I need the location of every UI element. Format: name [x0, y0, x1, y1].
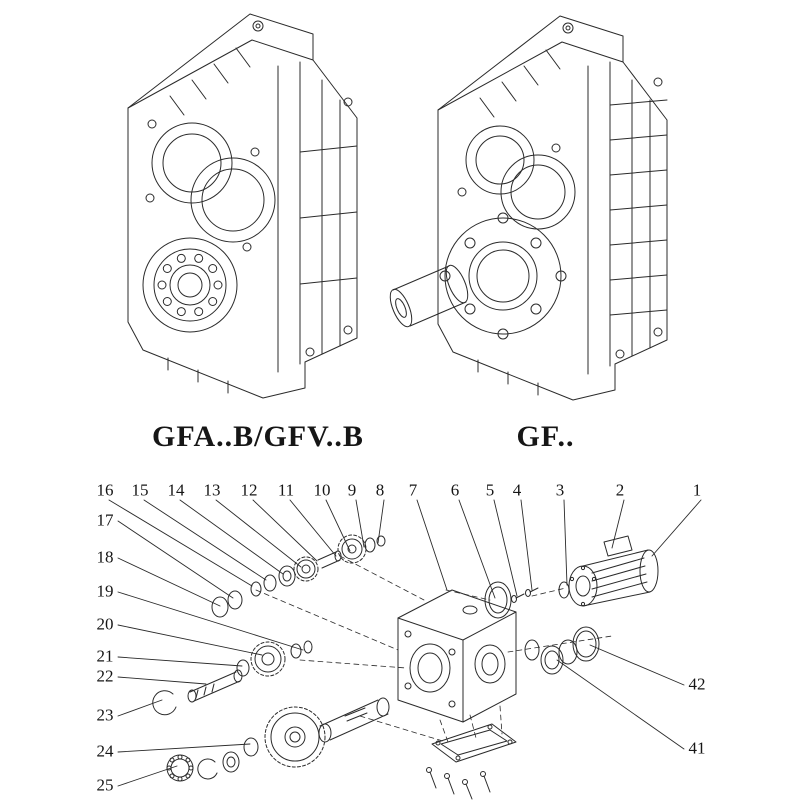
leader-line-21 — [117, 656, 243, 667]
leader-line-2 — [611, 499, 625, 549]
output-bearing — [142, 237, 238, 333]
leader-line-11 — [289, 499, 337, 557]
model-label-gfab-gfvb: GFA..B/GFV..B — [152, 420, 364, 453]
callout-number-11: 11 — [277, 480, 295, 500]
callout-number-22: 22 — [96, 666, 114, 686]
leader-line-16 — [108, 499, 253, 587]
callout-number-6: 6 — [450, 480, 460, 500]
exploded-view-diagram — [108, 499, 702, 800]
callout-number-14: 14 — [167, 480, 185, 500]
gearbox-drawing-gf — [389, 15, 668, 401]
callout-number-19: 19 — [96, 581, 114, 601]
callout-number-24: 24 — [96, 741, 114, 761]
leader-line-10 — [325, 499, 351, 552]
callout-number-41: 41 — [688, 738, 706, 758]
output-flange-shaft — [389, 212, 567, 340]
leader-line-12 — [252, 499, 318, 562]
gearbox-drawing-gfab — [127, 13, 358, 399]
gear-bores — [457, 125, 576, 230]
callout-number-1: 1 — [692, 480, 702, 500]
callout-number-42: 42 — [688, 674, 706, 694]
leader-lines — [108, 499, 702, 787]
leader-line-1 — [651, 499, 702, 557]
leader-line-23 — [117, 699, 163, 717]
leader-line-8 — [377, 499, 385, 544]
bearing-ring-stack — [524, 626, 600, 675]
callout-number-3: 3 — [555, 480, 565, 500]
input-shaft-parts — [250, 534, 386, 597]
motor-drawing — [558, 535, 659, 607]
leader-line-42 — [589, 644, 685, 686]
leader-line-9 — [355, 499, 365, 548]
gasket-plate — [426, 723, 517, 800]
leader-line-14 — [179, 499, 284, 575]
callout-number-15: 15 — [131, 480, 149, 500]
leader-line-22 — [117, 676, 207, 685]
leader-line-7 — [416, 499, 448, 591]
intermediate-gear-parts — [152, 590, 313, 716]
leader-line-6 — [458, 499, 496, 599]
model-label-gf: GF.. — [516, 420, 575, 453]
leader-line-24 — [117, 743, 251, 753]
leader-line-25 — [117, 765, 178, 787]
callout-number-5: 5 — [485, 480, 495, 500]
leader-line-5 — [493, 499, 518, 597]
callout-number-25: 25 — [96, 775, 114, 795]
leader-line-13 — [215, 499, 302, 568]
leader-line-17 — [117, 520, 234, 599]
callout-number-17: 17 — [96, 510, 114, 530]
callout-number-10: 10 — [313, 480, 331, 500]
leader-line-41 — [556, 659, 685, 750]
leader-line-18 — [117, 557, 221, 607]
callout-number-18: 18 — [96, 547, 114, 567]
callout-number-13: 13 — [203, 480, 221, 500]
callout-number-7: 7 — [408, 480, 418, 500]
gear-bores — [145, 122, 276, 252]
leader-line-3 — [563, 499, 568, 586]
callout-number-12: 12 — [240, 480, 258, 500]
leader-line-20 — [117, 624, 263, 656]
callout-number-4: 4 — [512, 480, 522, 500]
callout-number-20: 20 — [96, 614, 114, 634]
callout-number-2: 2 — [615, 480, 625, 500]
callout-number-8: 8 — [375, 480, 385, 500]
callout-number-16: 16 — [96, 480, 114, 500]
callout-number-23: 23 — [96, 705, 114, 725]
callout-number-9: 9 — [347, 480, 357, 500]
leader-line-4 — [520, 499, 533, 591]
callout-number-21: 21 — [96, 646, 114, 666]
cover-gasket-bolts — [484, 581, 539, 619]
leader-line-19 — [117, 591, 304, 651]
leader-line-15 — [143, 499, 267, 581]
housing-drawing — [397, 589, 517, 723]
